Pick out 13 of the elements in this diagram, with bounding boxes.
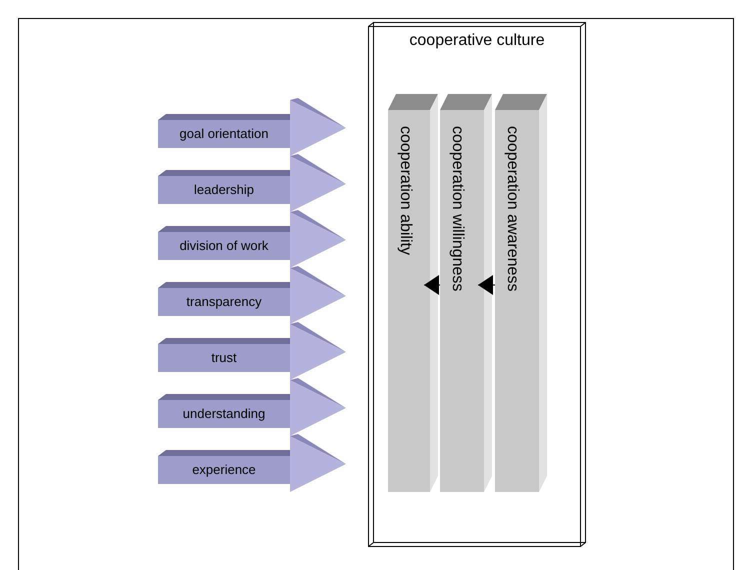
- pillar-label: cooperation awareness: [503, 126, 521, 292]
- arrow-label: trust: [210, 350, 238, 365]
- arrow: [424, 275, 440, 295]
- arrow-label: transparency: [185, 294, 263, 309]
- arrow-label: goal orientation: [178, 126, 270, 141]
- pillar-label: cooperation ability: [396, 126, 414, 255]
- arrow-label: experience: [191, 462, 257, 477]
- arrow-label: division of work: [178, 238, 270, 253]
- arrow-label: understanding: [182, 406, 266, 421]
- arrow-label: leadership: [193, 182, 255, 197]
- arrow: [478, 275, 496, 295]
- container-title: cooperative culture: [408, 32, 546, 50]
- pillar-label: cooperation willingness: [448, 126, 466, 292]
